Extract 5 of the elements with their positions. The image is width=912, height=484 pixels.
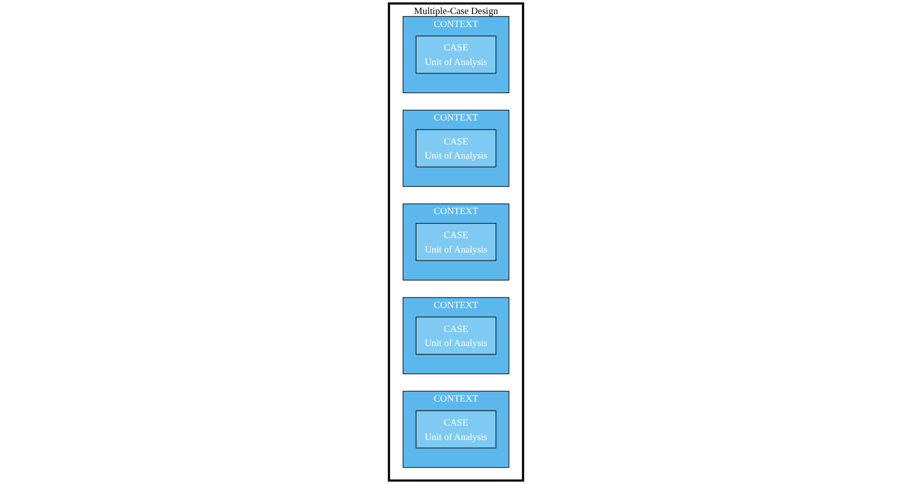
node-box: CASE Unit of Analysis	[416, 223, 496, 261]
node-box: CASE Unit of Analysis	[416, 410, 496, 448]
node-box: CASE Unit of Analysis	[416, 36, 496, 74]
node-box: CASE Unit of Analysis	[416, 316, 496, 355]
node-box: CASE Unit of Analysis	[416, 129, 496, 168]
